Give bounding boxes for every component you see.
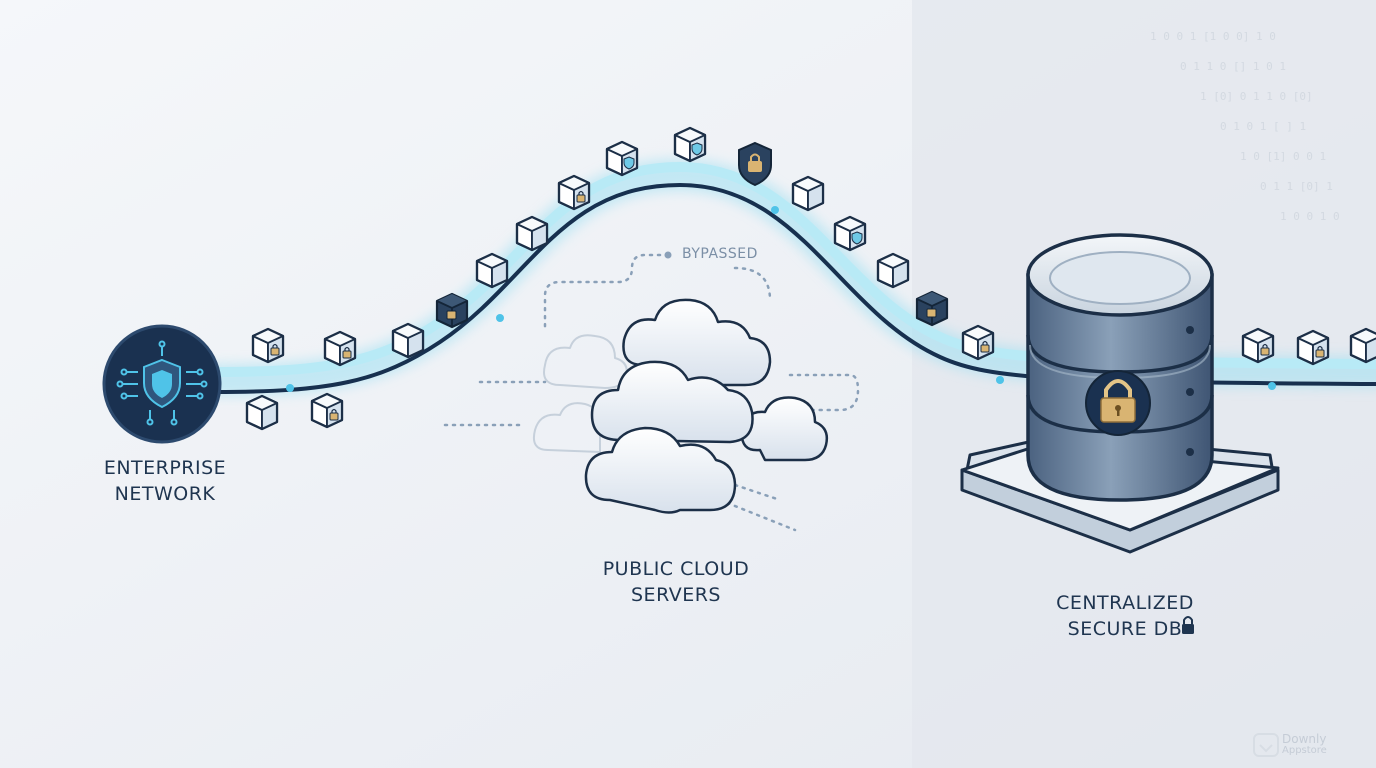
lock-icon [1085,370,1151,436]
bypass-marker [664,251,672,259]
watermark-line2: Appstore [1282,745,1327,756]
label-lock-icon [1182,616,1194,634]
data-path-line [213,182,1376,394]
svg-text:1 [0] 0 1 1 0 [0]: 1 [0] 0 1 1 0 [0] [1200,90,1313,103]
cloud-icon [532,298,829,514]
cloud-label-line2: SERVERS [631,584,721,606]
watermark-logo [1253,733,1279,757]
shield-circuit-icon [116,340,208,426]
svg-text:1 0 0 1 [1 0 0] 1 0: 1 0 0 1 [1 0 0] 1 0 [1150,30,1276,43]
svg-text:0 1 0 1 [ ] 1: 0 1 0 1 [ ] 1 [1220,120,1306,133]
bypassed-label: BYPASSED [682,246,758,262]
shield-lock-icon [738,141,772,187]
public-cloud-label: PUBLIC CLOUD SERVERS [576,556,776,608]
enterprise-node [102,324,222,444]
enterprise-label-line2: NETWORK [114,483,216,505]
db-label-line2: SECURE DB [1067,618,1183,640]
background-code-texture: 1 0 0 1 [1 0 0] 1 0 0 1 1 0 [] 1 0 1 1 [… [1150,30,1340,223]
watermark-line1: Downly [1282,732,1327,746]
svg-text:0 1 1 [0] 1: 0 1 1 [0] 1 [1260,180,1333,193]
watermark-text: Downly Appstore [1282,733,1327,757]
database-icon [960,233,1280,554]
enterprise-label-line1: ENTERPRISE [103,457,227,479]
svg-text:1 0 [1] 0 0 1: 1 0 [1] 0 0 1 [1240,150,1326,163]
svg-text:0 1 1 0 [] 1 0 1: 0 1 1 0 [] 1 0 1 [1180,60,1286,73]
svg-text:1 0 0 1 0: 1 0 0 1 0 [1280,210,1340,223]
path-nodes [286,206,1276,392]
cloud-label-line1: PUBLIC CLOUD [602,558,750,580]
db-label-line1: CENTRALIZED [1056,592,1194,614]
enterprise-network-label: ENTERPRISE NETWORK [80,455,250,507]
secure-db-label: CENTRALIZED SECURE DB [1030,590,1220,642]
